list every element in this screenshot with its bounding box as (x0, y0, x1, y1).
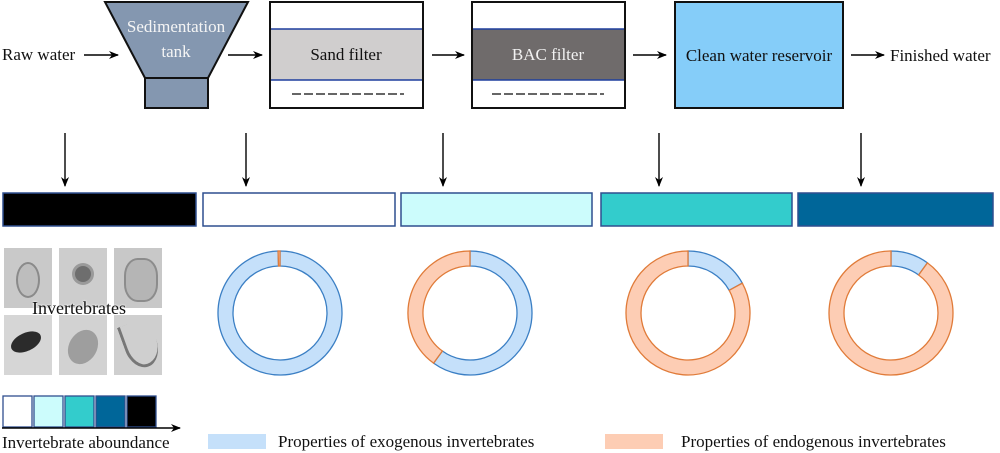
donut-slice-exogenous (687, 250, 744, 292)
invertebrate-image (4, 248, 52, 308)
donut-chart (625, 250, 751, 376)
donut-slice-endogenous (625, 250, 751, 376)
abundance-bar (202, 192, 396, 227)
abundance-legend-label: Invertebrate aboundance (2, 433, 170, 452)
abundance-bar (600, 192, 793, 227)
tank-base (144, 77, 209, 109)
abundance-scale-swatch (95, 395, 126, 428)
bac-filter: BAC filter (471, 1, 626, 109)
donut-slice-endogenous (277, 250, 281, 267)
donut-chart (217, 250, 343, 376)
raw-water-label: Raw water (2, 45, 76, 64)
sand-filter: Sand filter (269, 1, 424, 109)
reservoir-box (674, 1, 844, 109)
invertebrate-image (114, 315, 162, 375)
donut-chart (407, 250, 533, 376)
donut-slice-endogenous (407, 250, 471, 365)
bac-filter-media (473, 29, 624, 80)
sand-filter-media (271, 29, 422, 80)
donut-charts (217, 250, 954, 376)
sand-filter-label: Sand filter (310, 45, 382, 64)
tank-funnel (103, 1, 250, 79)
exogenous-legend-label: Properties of exogenous invertebrates (278, 432, 534, 451)
invertebrate-image (114, 248, 162, 308)
invertebrate-image (59, 248, 107, 308)
invertebrate-image (59, 315, 107, 375)
donut-chart (828, 250, 954, 376)
endogenous-legend-label: Properties of endogenous invertebrates (681, 432, 946, 451)
bac-filter-label: BAC filter (512, 45, 585, 64)
abundance-bar (797, 192, 994, 227)
endogenous-legend-swatch (605, 434, 663, 449)
donut-slice-endogenous (828, 250, 954, 376)
sedimentation-label-2: tank (161, 42, 191, 61)
abundance-scale-swatch (33, 395, 64, 428)
exogenous-legend-swatch (208, 434, 266, 449)
clean-water-reservoir: Clean water reservoir (674, 1, 844, 109)
invertebrate-image (4, 315, 52, 375)
abundance-bar (400, 192, 593, 227)
abundance-scale-swatch (126, 395, 157, 428)
reservoir-label: Clean water reservoir (686, 46, 833, 65)
abundance-bars (2, 192, 994, 227)
abundance-scale-swatch (64, 395, 95, 428)
abundance-bar (2, 192, 197, 227)
abundance-scale-legend (2, 395, 157, 428)
abundance-scale-swatch (2, 395, 33, 428)
sedimentation-tank: Sedimentation tank (103, 1, 250, 109)
sedimentation-label-1: Sedimentation (127, 17, 226, 36)
finished-water-label: Finished water (890, 46, 991, 65)
invertebrate-images (4, 248, 164, 378)
invertebrates-label: Invertebrates (32, 298, 126, 318)
donut-slice-exogenous (217, 250, 343, 376)
